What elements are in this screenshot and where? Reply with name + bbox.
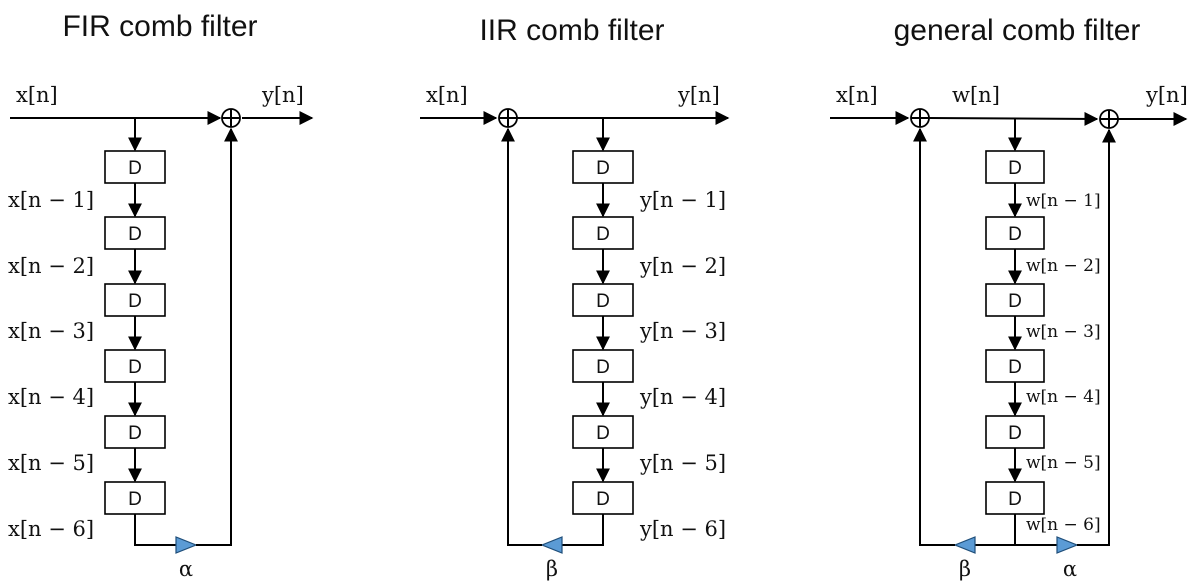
fir-tap-label-2: x[n − 2]	[8, 254, 94, 278]
iir-tap-label-3: y[n − 3]	[639, 319, 726, 343]
general-tap-label-3: w[n − 3]	[1026, 322, 1101, 342]
fir-ff-path-in	[134, 514, 178, 546]
general-delay-2: D	[985, 216, 1045, 250]
fir-delay-3: D	[104, 283, 166, 317]
svg-text:D: D	[128, 291, 142, 312]
svg-text:D: D	[596, 224, 610, 245]
svg-text:D: D	[1008, 224, 1022, 245]
fir-tap-label-6: x[n − 6]	[8, 517, 94, 541]
fir-tap-label-3: x[n − 3]	[8, 319, 94, 343]
fir-delay-4: D	[104, 349, 166, 383]
svg-text:D: D	[1008, 357, 1022, 378]
svg-text:D: D	[128, 357, 142, 378]
general-delay-5: D	[985, 415, 1045, 449]
fir-tap-label-4: x[n − 4]	[8, 385, 94, 409]
general-output-label: y[n]	[1145, 83, 1188, 107]
svg-text:D: D	[1008, 423, 1022, 444]
fir-delay-1: D	[104, 150, 166, 184]
general-middle-line	[928, 111, 1099, 126]
fir-gain-triangle	[175, 536, 198, 554]
iir-gain-triangle	[540, 536, 563, 554]
general-tap-label-6: w[n − 6]	[1026, 515, 1101, 535]
fir-ff-path-out	[196, 127, 238, 546]
general-adder-1	[910, 108, 930, 128]
iir-tap-label-5: y[n − 5]	[639, 451, 726, 475]
iir-tap-label-2: y[n − 2]	[639, 254, 726, 278]
iir-title: IIR comb filter	[479, 14, 664, 47]
svg-text:D: D	[128, 224, 142, 245]
general-fb-gain-label: β	[959, 557, 971, 581]
svg-text:D: D	[1008, 489, 1022, 510]
iir-adder	[498, 108, 518, 128]
iir-output-label: y[n]	[677, 83, 720, 107]
general-tap-label-5: w[n − 5]	[1026, 453, 1101, 473]
iir-delay-1: D	[572, 150, 634, 184]
fir-output-label: y[n]	[261, 83, 304, 107]
iir-fb-path-out	[501, 127, 542, 546]
iir-tap-label-1: y[n − 1]	[639, 188, 726, 212]
iir-tap-label-6: y[n − 6]	[639, 517, 726, 541]
svg-text:D: D	[128, 423, 142, 444]
general-delay-4: D	[985, 349, 1045, 383]
svg-text:D: D	[596, 291, 610, 312]
fir-title: FIR comb filter	[62, 10, 257, 43]
general-delay-1: D	[985, 150, 1045, 184]
general-fb-gain-triangle	[953, 536, 976, 554]
iir-delay-5: D	[572, 415, 634, 449]
iir-delay-3: D	[572, 283, 634, 317]
general-delay-6: D	[985, 481, 1045, 515]
fir-tap-label-5: x[n − 5]	[8, 451, 94, 475]
svg-text:D: D	[1008, 158, 1022, 179]
general-ff-path-out	[1077, 128, 1116, 546]
iir-input-label: x[n]	[426, 83, 468, 107]
svg-text:D: D	[596, 158, 610, 179]
general-tap-label-2: w[n − 2]	[1026, 256, 1101, 276]
general-tap-label-4: w[n − 4]	[1026, 387, 1101, 407]
iir-delay-6: D	[572, 481, 634, 515]
general-ff-gain-label: α	[1063, 557, 1077, 581]
fir-adder	[221, 108, 241, 128]
fir-diagram: FIR comb filter x[n] y[n] D D D D D D x[…	[8, 10, 314, 581]
general-adder-2	[1099, 109, 1119, 129]
iir-fb-path-in	[561, 514, 604, 546]
general-delay-3: D	[985, 283, 1045, 317]
fir-delay-6: D	[104, 481, 166, 515]
iir-delay-4: D	[572, 349, 634, 383]
iir-tap-label-4: y[n − 4]	[639, 385, 726, 409]
svg-text:D: D	[596, 357, 610, 378]
general-title: general comb filter	[894, 14, 1141, 47]
svg-text:D: D	[596, 489, 610, 510]
general-tap-label-1: w[n − 1]	[1026, 191, 1101, 211]
general-input-label: x[n]	[836, 83, 878, 107]
iir-delay-2: D	[572, 216, 634, 250]
svg-text:D: D	[128, 158, 142, 179]
general-diagram: general comb filter x[n] w[n] y[n] D D D…	[830, 14, 1188, 581]
general-ff-gain-triangle	[1056, 536, 1079, 554]
fir-delay-2: D	[104, 216, 166, 250]
iir-diagram: IIR comb filter x[n] y[n] D D D D D D y[…	[420, 14, 730, 581]
general-fb-path-out	[913, 127, 955, 546]
svg-text:D: D	[596, 423, 610, 444]
general-intermediate-label: w[n]	[952, 83, 1000, 107]
fir-tap-label-1: x[n − 1]	[8, 188, 94, 212]
fir-delay-5: D	[104, 415, 166, 449]
fir-gain-label: α	[179, 557, 193, 581]
iir-gain-label: β	[546, 557, 558, 581]
svg-text:D: D	[1008, 291, 1022, 312]
svg-text:D: D	[128, 489, 142, 510]
fir-input-label: x[n]	[16, 83, 58, 107]
